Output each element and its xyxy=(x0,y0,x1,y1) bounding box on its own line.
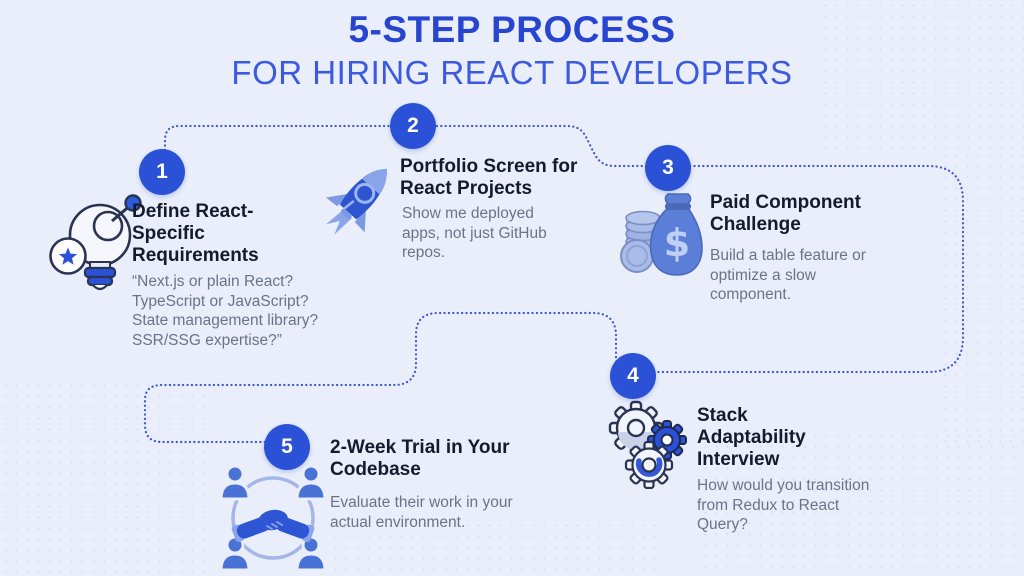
team-handshake-icon xyxy=(219,466,327,570)
gears-icon xyxy=(608,400,687,489)
page-title: 5-STEP PROCESS xyxy=(348,9,676,50)
step-5-description: Evaluate their work in your actual envir… xyxy=(330,494,513,531)
step-4-badge: 4 xyxy=(610,353,656,399)
money-bag-icon: $ xyxy=(620,193,703,276)
step-3-badge: 3 xyxy=(645,145,691,191)
page-subtitle: FOR HIRING REACT DEVELOPERS xyxy=(231,53,793,91)
step-4-description: How would you transition from Redux to R… xyxy=(697,477,870,534)
step-4-title: Stack Adaptability Interview xyxy=(697,405,806,471)
step-3-description: Build a table feature or optimize a slow… xyxy=(710,247,866,304)
step-2-description: Show me deployed apps, not just GitHub r… xyxy=(402,205,547,262)
step-1-title: Define React-Specific Requirements xyxy=(132,201,259,267)
rocket-icon xyxy=(325,168,387,235)
step-2-title: Portfolio Screen for React Projects xyxy=(400,156,578,200)
step-2-badge: 2 xyxy=(390,103,436,149)
lightbulb-idea-icon xyxy=(49,194,142,291)
step-5-badge: 5 xyxy=(264,424,310,470)
step-1-description: “Next.js or plain React? TypeScript or J… xyxy=(132,273,319,349)
svg-text:$: $ xyxy=(664,221,690,265)
step-1-badge: 1 xyxy=(139,149,185,195)
step-3-title: Paid Component Challenge xyxy=(710,192,861,236)
header: 5-STEP PROCESS FOR HIRING REACT DEVELOPE… xyxy=(0,9,1024,92)
step-5-title: 2-Week Trial in Your Codebase xyxy=(330,437,510,481)
